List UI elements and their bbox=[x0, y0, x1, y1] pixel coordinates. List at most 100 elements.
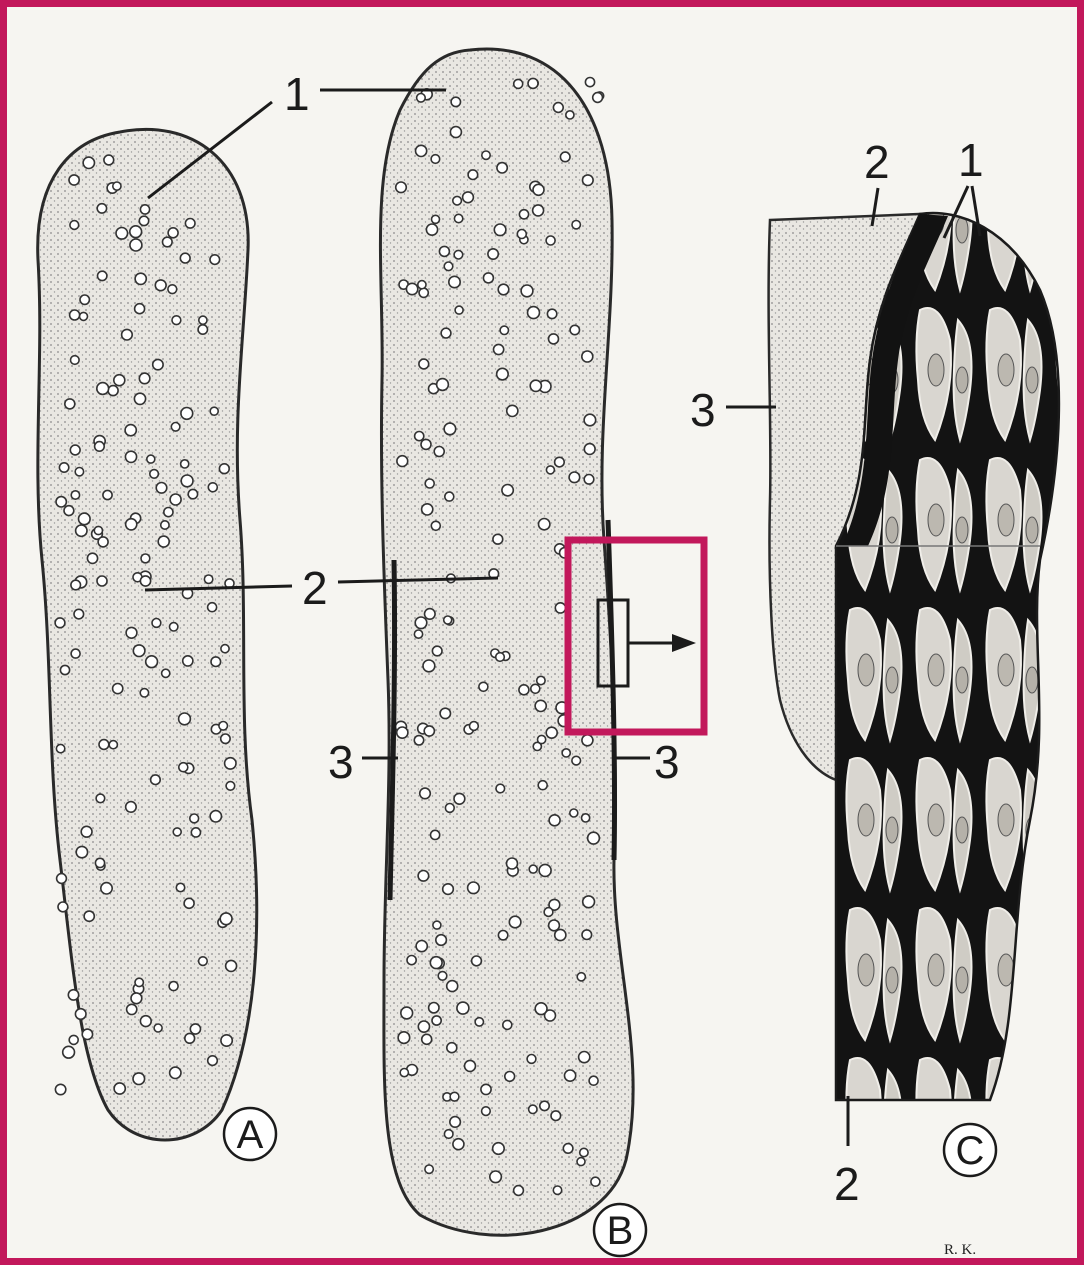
osteocyte-lacuna bbox=[146, 656, 158, 668]
osteocyte-lacuna bbox=[82, 1029, 92, 1039]
osteocyte-lacuna bbox=[210, 407, 218, 415]
osteocyte-lacuna bbox=[507, 405, 518, 416]
osteocyte-lacuna bbox=[424, 726, 434, 736]
osteocyte-lacuna bbox=[549, 920, 560, 931]
osteocyte-lacuna bbox=[483, 273, 493, 283]
osteocyte-lacuna bbox=[135, 273, 146, 284]
osteocyte-lacuna bbox=[494, 344, 504, 354]
osteocyte-lacuna bbox=[439, 246, 449, 256]
osteocyte-lacuna bbox=[582, 351, 593, 362]
osteocyte-lacuna bbox=[566, 111, 574, 119]
osteocyte-lacuna bbox=[185, 219, 195, 229]
osteocyte-lacuna bbox=[396, 182, 407, 193]
osteocyte-lacuna bbox=[80, 295, 89, 304]
osteocyte-lacuna bbox=[528, 78, 538, 88]
osteocyte-lacuna bbox=[114, 375, 125, 386]
osteocyte-lacuna bbox=[450, 1117, 461, 1128]
osteocyte-lacuna bbox=[156, 483, 167, 494]
osteocyte-lacuna bbox=[164, 507, 173, 516]
osteocyte-lacuna bbox=[472, 956, 482, 966]
osteocyte-lacuna bbox=[468, 882, 480, 894]
osteocyte-lacuna bbox=[126, 627, 137, 638]
osteocyte-lacuna bbox=[139, 216, 148, 225]
osteocyte-lacuna bbox=[208, 1056, 218, 1066]
osteocyte-lacuna bbox=[158, 536, 169, 547]
osteocyte-lacuna bbox=[226, 782, 235, 791]
label-3-right: 3 bbox=[654, 736, 680, 788]
osteocyte-lacuna bbox=[414, 736, 423, 745]
osteocyte-lacuna bbox=[84, 911, 94, 921]
label-2-panel-c-top: 2 bbox=[864, 136, 890, 188]
osteocyte-lacuna bbox=[95, 858, 104, 867]
osteocyte-lacuna bbox=[98, 537, 108, 547]
osteocyte-lacuna bbox=[549, 334, 559, 344]
osteocyte-lacuna bbox=[482, 151, 490, 159]
osteocyte-lacuna bbox=[70, 445, 80, 455]
osteocyte-lacuna bbox=[517, 230, 526, 239]
osteocyte-lacuna bbox=[570, 809, 578, 817]
osteocyte-lacuna bbox=[431, 155, 440, 164]
osteocyte-lacuna bbox=[494, 224, 506, 236]
osteocyte-lacuna bbox=[454, 250, 463, 259]
osteocyte-lacuna bbox=[199, 957, 208, 966]
label-1-top-left: 1 bbox=[284, 68, 310, 120]
osteocyte-lacuna bbox=[422, 1034, 432, 1044]
osteocyte-lacuna bbox=[434, 447, 444, 457]
osteocyte-lacuna bbox=[546, 236, 555, 245]
osteocyte-lacuna bbox=[211, 657, 221, 667]
osteocyte-lacuna bbox=[208, 483, 217, 492]
osteocyte-lacuna bbox=[529, 865, 537, 873]
osteocyte-lacuna bbox=[71, 491, 79, 499]
osteocyte-lacuna bbox=[553, 103, 563, 113]
osteocyte-lacuna bbox=[450, 1092, 459, 1101]
osteocyte-lacuna bbox=[444, 1130, 453, 1139]
osteocyte-lacuna bbox=[183, 656, 193, 666]
osteocyte-lacuna bbox=[582, 814, 590, 822]
osteocyte-lacuna bbox=[475, 1018, 483, 1026]
osteocyte-lacuna bbox=[431, 521, 440, 530]
osteocyte-lacuna bbox=[418, 871, 429, 882]
osteocyte-lacuna bbox=[135, 978, 143, 986]
inset-arrow-head bbox=[672, 634, 696, 652]
osteocyte-lacuna bbox=[81, 826, 92, 837]
osteocyte-lacuna bbox=[540, 1101, 549, 1110]
osteocyte-lacuna bbox=[423, 660, 435, 672]
osteocyte-lacuna bbox=[421, 439, 431, 449]
osteocyte-lacuna bbox=[185, 1033, 195, 1043]
osteocyte-lacuna bbox=[538, 781, 547, 790]
osteocyte-lacuna bbox=[414, 630, 422, 638]
osteocyte-lacuna bbox=[210, 255, 220, 265]
osteocyte-lacuna bbox=[71, 356, 80, 365]
osteocyte-lacuna bbox=[98, 271, 107, 280]
osteocyte-lacuna bbox=[455, 306, 463, 314]
osteocyte-lacuna bbox=[488, 249, 498, 259]
osteocyte-lacuna bbox=[539, 864, 551, 876]
osteocyte-lacuna bbox=[502, 485, 513, 496]
osteocyte-lacuna bbox=[505, 1072, 515, 1082]
osteocyte-lacuna bbox=[126, 519, 137, 530]
osteocyte-lacuna bbox=[95, 442, 105, 452]
osteocyte-lacuna bbox=[465, 1060, 476, 1071]
osteocyte-lacuna bbox=[97, 204, 106, 213]
osteocyte-lacuna bbox=[56, 744, 64, 752]
osteocyte-lacuna bbox=[163, 237, 173, 247]
osteocyte-lacuna bbox=[425, 479, 434, 488]
osteocyte-lacuna bbox=[68, 990, 78, 1000]
osteocyte-lacuna bbox=[441, 328, 451, 338]
osteocyte-lacuna bbox=[397, 456, 408, 467]
osteocyte-lacuna bbox=[101, 883, 112, 894]
osteocyte-lacuna bbox=[219, 722, 228, 731]
osteocyte-lacuna bbox=[497, 368, 509, 380]
osteocyte-lacuna bbox=[431, 830, 440, 839]
label-3-left: 3 bbox=[328, 736, 354, 788]
osteocyte-lacuna bbox=[225, 758, 236, 769]
osteocyte-lacuna bbox=[181, 460, 189, 468]
osteocyte-lacuna bbox=[436, 935, 447, 946]
osteocyte-lacuna bbox=[155, 280, 166, 291]
osteocyte-lacuna bbox=[181, 475, 193, 487]
label-3-panel-c: 3 bbox=[690, 384, 716, 436]
osteocyte-lacuna bbox=[418, 1021, 429, 1032]
osteocyte-lacuna bbox=[468, 170, 478, 180]
osteocyte-lacuna bbox=[204, 575, 212, 583]
label-2-middle: 2 bbox=[302, 562, 328, 614]
